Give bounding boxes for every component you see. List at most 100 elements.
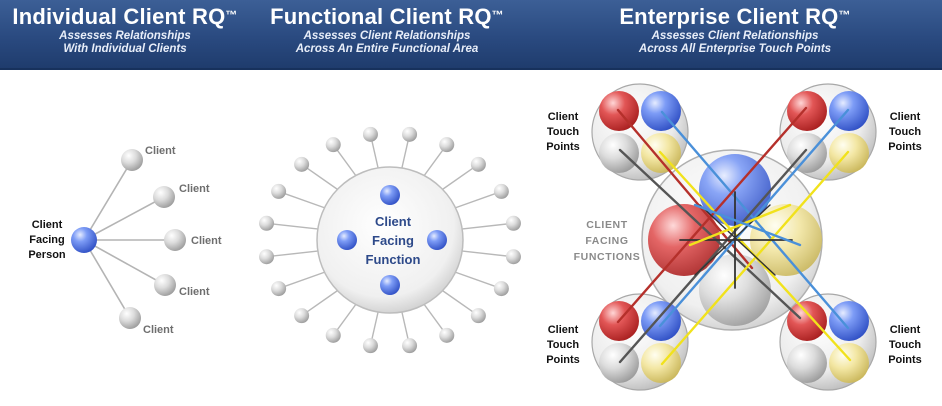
client-label: Client bbox=[143, 324, 174, 336]
spoke-line bbox=[278, 190, 328, 210]
function-node-right bbox=[427, 230, 447, 250]
client-facing-function-label: Client Facing Function bbox=[366, 214, 421, 267]
spoke-line bbox=[301, 287, 341, 317]
individual-header: Individual Client RQ™ Assesses Relations… bbox=[0, 4, 250, 56]
connector-line bbox=[83, 159, 133, 241]
outer-client-node bbox=[259, 249, 275, 265]
svg-text:Function: Function bbox=[366, 252, 421, 267]
svg-text:Client: Client bbox=[548, 324, 579, 336]
blue-sphere bbox=[829, 301, 869, 341]
functional-subtitle-2: Across An Entire Functional Area bbox=[295, 43, 479, 55]
spoke-line bbox=[439, 163, 479, 193]
client-label: Client bbox=[145, 145, 176, 157]
svg-text:Person: Person bbox=[28, 249, 66, 261]
client-node bbox=[153, 186, 175, 208]
blue-sphere bbox=[641, 301, 681, 341]
functional-title: Functional Client RQ bbox=[270, 4, 492, 29]
svg-text:Client: Client bbox=[890, 111, 921, 123]
touch-point-cluster-bottom-left bbox=[591, 293, 689, 391]
outer-client-node bbox=[294, 156, 310, 172]
client-node bbox=[164, 229, 186, 251]
connector-blue bbox=[693, 203, 802, 247]
touch-points-label-bottom-right: Client Touch Points bbox=[888, 324, 922, 366]
outer-client-node bbox=[493, 183, 509, 199]
trademark-symbol: ™ bbox=[838, 8, 851, 22]
svg-text:CLIENT: CLIENT bbox=[586, 219, 628, 231]
outer-client-node bbox=[325, 137, 341, 153]
touch-points-label-top-right: Client Touch Points bbox=[888, 111, 922, 153]
touch-points-label-top-left: Client Touch Points bbox=[546, 111, 580, 153]
spoke-line bbox=[452, 190, 502, 210]
touch-point-labels: Client Touch Points Client Touch Points … bbox=[546, 111, 922, 366]
connector-dark bbox=[694, 204, 771, 276]
svg-text:Touch: Touch bbox=[547, 126, 579, 138]
touch-point-cluster-bottom-right bbox=[779, 293, 877, 391]
svg-text:Facing: Facing bbox=[372, 233, 414, 248]
client-node bbox=[119, 307, 141, 329]
client-label: Client bbox=[179, 286, 210, 298]
outer-client-node bbox=[493, 281, 509, 297]
client-label: Client bbox=[179, 183, 210, 195]
svg-text:Points: Points bbox=[888, 141, 922, 153]
outer-client-node bbox=[271, 281, 287, 297]
diagram-canvas: Client Client Client Client Client Clien… bbox=[28, 83, 922, 391]
enterprise-diagram: CLIENT FACING FUNCTIONS Client Touch Poi… bbox=[546, 83, 922, 391]
gray-sphere bbox=[787, 343, 827, 383]
function-gray-sphere bbox=[699, 254, 771, 326]
svg-text:Client: Client bbox=[548, 111, 579, 123]
connector-dark bbox=[618, 148, 802, 320]
svg-text:Client: Client bbox=[32, 219, 63, 231]
connector-yellow bbox=[660, 150, 850, 366]
outer-client-node bbox=[362, 126, 378, 142]
red-sphere bbox=[787, 91, 827, 131]
outer-client-node bbox=[271, 183, 287, 199]
spoke-line bbox=[266, 250, 321, 258]
function-node-left bbox=[337, 230, 357, 250]
connector-dark bbox=[618, 148, 808, 364]
enterprise-header: Enterprise Client RQ™ Assesses Client Re… bbox=[595, 4, 875, 56]
connector-line bbox=[83, 239, 131, 319]
client-node bbox=[121, 149, 143, 171]
functional-diagram: Client Facing Function bbox=[259, 126, 521, 354]
blue-sphere bbox=[641, 91, 681, 131]
spoke-line bbox=[278, 270, 328, 290]
outer-client-node bbox=[259, 215, 275, 231]
connector-yellow bbox=[688, 203, 792, 247]
svg-text:Facing: Facing bbox=[29, 234, 64, 246]
outer-client-node bbox=[439, 327, 455, 343]
client-labels: Client Client Client Client Client bbox=[143, 145, 222, 336]
trademark-symbol: ™ bbox=[491, 8, 504, 22]
enterprise-subtitle-2: Across All Enterprise Touch Points bbox=[638, 43, 832, 55]
client-facing-functions-label: CLIENT FACING FUNCTIONS bbox=[574, 219, 641, 263]
outer-client-node bbox=[470, 156, 486, 172]
connector-red bbox=[616, 108, 754, 270]
spoke-line bbox=[266, 222, 321, 230]
individual-subtitle-1: Assesses Relationships bbox=[59, 30, 191, 42]
outer-client-node bbox=[294, 308, 310, 324]
svg-text:Points: Points bbox=[546, 141, 580, 153]
svg-text:Points: Points bbox=[888, 354, 922, 366]
svg-text:Points: Points bbox=[546, 354, 580, 366]
connector-dark bbox=[699, 204, 776, 276]
client-node bbox=[154, 274, 176, 296]
spoke-line bbox=[459, 222, 514, 230]
touch-points-label-bottom-left: Client Touch Points bbox=[546, 324, 580, 366]
function-node-bottom bbox=[380, 275, 400, 295]
individual-connectors bbox=[83, 159, 175, 319]
individual-subtitle-2: With Individual Clients bbox=[63, 43, 187, 55]
spoke-line bbox=[452, 270, 502, 290]
gray-sphere bbox=[599, 133, 639, 173]
client-facing-person-label: Client Facing Person bbox=[28, 219, 66, 261]
svg-text:FUNCTIONS: FUNCTIONS bbox=[574, 251, 641, 263]
svg-text:Client: Client bbox=[375, 214, 412, 229]
outer-client-node bbox=[505, 249, 521, 265]
svg-text:Touch: Touch bbox=[889, 339, 921, 351]
functional-outer-nodes bbox=[259, 126, 521, 354]
functional-spokes bbox=[266, 134, 514, 346]
header-bar: Individual Client RQ™ Assesses Relations… bbox=[0, 0, 942, 70]
enterprise-title: Enterprise Client RQ bbox=[619, 4, 839, 29]
function-node-top bbox=[380, 185, 400, 205]
functional-header: Functional Client RQ™ Assesses Client Re… bbox=[262, 4, 512, 56]
outer-client-node bbox=[402, 338, 418, 354]
svg-text:Touch: Touch bbox=[889, 126, 921, 138]
